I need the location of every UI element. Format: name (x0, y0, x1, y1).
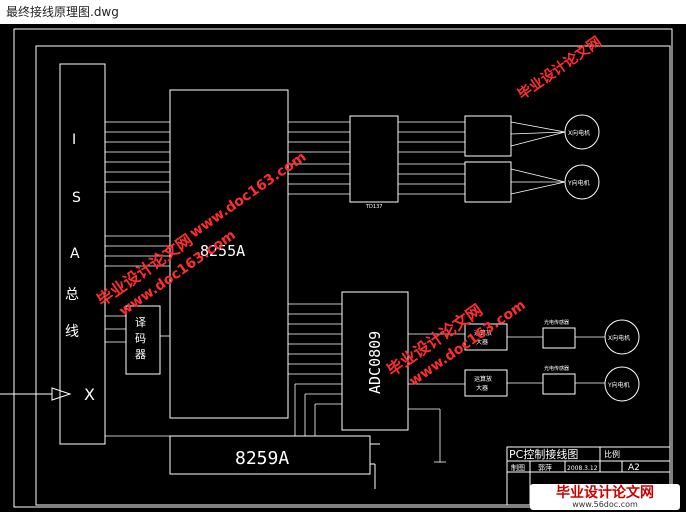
ppi-label: 8255A (200, 242, 245, 260)
motor-4 (604, 366, 640, 402)
isa-letter-xian: 线 (65, 324, 79, 340)
isa-letter-i: I (72, 132, 76, 148)
amplifier-1-line2: 大器 (476, 338, 488, 346)
driver-block (349, 115, 399, 203)
pic-label: 8259A (235, 448, 289, 469)
watermark-3-url: www.doc163.com (187, 149, 309, 241)
pic-8259a (169, 435, 371, 475)
isa-letter-s: S (72, 190, 81, 206)
decoder-char-1: 译 (135, 316, 146, 329)
motor-3-label: X向电机 (608, 334, 630, 342)
sensor-2-label: 光电传感器 (544, 365, 569, 372)
sensor-1-label: 光电传感器 (544, 319, 569, 326)
title-block-date: 2008.3.12 (567, 465, 598, 472)
motor-3 (604, 319, 640, 355)
title-block-scale: 比例 (604, 449, 620, 459)
outer-frame (13, 28, 673, 508)
motor-4-label: Y向电机 (607, 381, 630, 389)
sensor-2 (542, 373, 576, 395)
site-logo: 毕业设计论文网 www.56doc.com (530, 484, 680, 510)
isa-bus-block (59, 63, 106, 445)
amplifier-2 (464, 369, 508, 397)
drawing-canvas[interactable]: I S A 总 线 X 8255A 译 码 器 (0, 24, 686, 512)
amplifier-1-line1: 运算放 (474, 329, 492, 337)
ppi-8255a (169, 89, 289, 419)
watermark-3: www.doc163.com 毕业设计论文网 (187, 33, 605, 241)
title-block-name: 郭萍 (538, 463, 552, 472)
driver-label: TD137 (365, 204, 382, 210)
stepper-driver-2 (464, 161, 512, 203)
watermark-3-cn: 毕业设计论文网 (514, 33, 604, 103)
stepper-driver-1 (464, 115, 512, 157)
title-block-title: PC控制接线图 (509, 447, 578, 461)
decoder-char-3: 器 (135, 348, 146, 361)
window-title: 最终接线原理图.dwg (0, 0, 686, 24)
logo-text: 毕业设计论文网 (556, 484, 654, 501)
motor-2-label: Y向电机 (567, 179, 590, 187)
isa-letter-a: A (70, 246, 80, 262)
amplifier-2-line2: 大器 (476, 384, 488, 392)
decoder-char-2: 码 (135, 332, 146, 345)
inner-frame (35, 45, 671, 506)
motor-1 (564, 114, 600, 150)
decoder-block (125, 305, 161, 375)
title-block-sheet: A2 (628, 463, 640, 473)
isa-x-mark: X (84, 385, 95, 404)
adc-label: ADC0809 (366, 331, 384, 394)
sensor-1 (542, 327, 576, 349)
logo-url: www.56doc.com (572, 499, 638, 509)
motor-2 (564, 164, 600, 200)
amplifier-2-line1: 运算放 (474, 375, 492, 383)
motor-1-label: X向电机 (568, 129, 590, 137)
schematic: I S A 总 线 X 8255A 译 码 器 (0, 28, 673, 508)
title-block-drawn: 制图 (511, 463, 525, 472)
adc-0809 (341, 291, 409, 431)
isa-letter-zong: 总 (65, 287, 79, 303)
